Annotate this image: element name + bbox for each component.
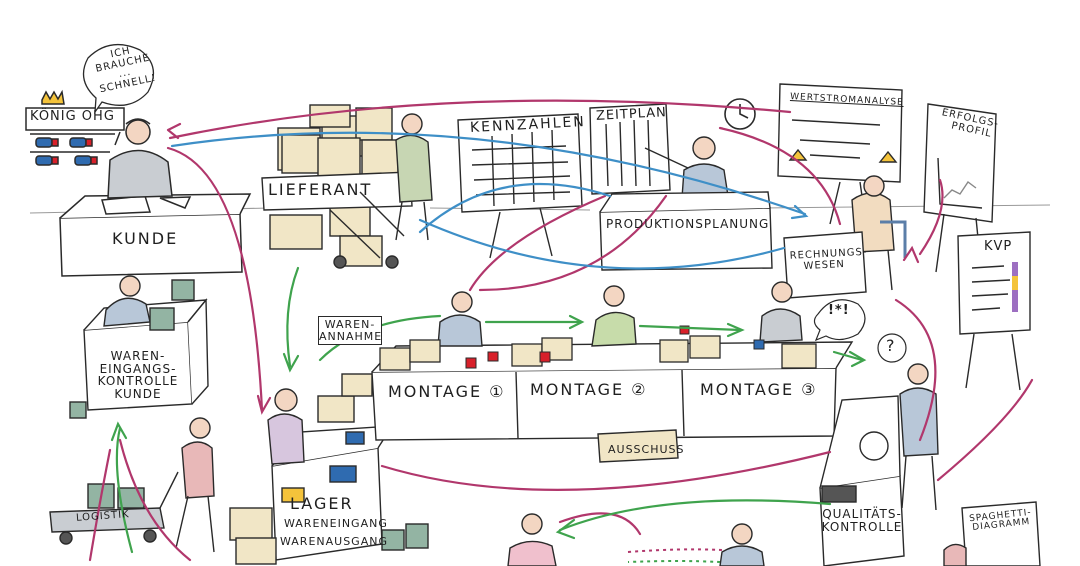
question-label: ? bbox=[886, 336, 897, 355]
lieferant-label: LIEFERANT bbox=[268, 180, 373, 199]
wek-label: WAREN- EINGANGS- KONTROLLE KUNDE bbox=[90, 350, 186, 400]
kunde-person bbox=[107, 118, 173, 199]
bottom-persons bbox=[507, 513, 967, 566]
qualitaet-line-2: KONTROLLE bbox=[821, 519, 903, 534]
kvp-label: KVP bbox=[984, 239, 1013, 254]
qualitaet-line-1: QUALITÄTS- bbox=[822, 507, 902, 521]
rechnungswesen-desk bbox=[783, 231, 867, 299]
wek-line-3: KONTROLLE bbox=[97, 374, 179, 389]
qualitaet-label: QUALITÄTS- KONTROLLE bbox=[820, 508, 904, 533]
wek-line-1: WAREN- bbox=[110, 349, 166, 363]
qualitaet-desk bbox=[819, 395, 905, 566]
question-bubble-shape bbox=[877, 333, 907, 363]
lieferant-boxes bbox=[269, 104, 399, 267]
zeitplan-board bbox=[589, 103, 671, 195]
qualitaet-person bbox=[899, 363, 939, 511]
speech-bubble-shape bbox=[82, 43, 155, 115]
lager-label: LAGER bbox=[290, 494, 354, 513]
wek-line-4: KUNDE bbox=[114, 386, 162, 401]
flow-arrows-green-dotted bbox=[627, 560, 721, 563]
flow-arrows-blue bbox=[170, 131, 809, 270]
clock-icon bbox=[724, 98, 756, 130]
montage-table bbox=[371, 341, 854, 441]
flow-arrows-magenta bbox=[88, 99, 1034, 562]
lager-boxes bbox=[229, 373, 429, 565]
exclaim-bubble-shape bbox=[813, 299, 866, 342]
montage-parts bbox=[465, 325, 765, 369]
produktion-person bbox=[644, 136, 729, 199]
produktionsplanung-label: PRODUKTIONSPLANUNG bbox=[606, 217, 770, 231]
montage-2-label: MONTAGE ② bbox=[530, 380, 648, 399]
kunde-label: KUNDE bbox=[112, 229, 179, 248]
lager-person bbox=[267, 388, 305, 465]
konig-label: KÖNIG OHG bbox=[30, 109, 115, 124]
ausschuss-box bbox=[597, 429, 679, 463]
montage-1-label: MONTAGE ① bbox=[388, 382, 506, 401]
konig-sign bbox=[25, 89, 125, 166]
warenannahme-line-1: WAREN- bbox=[324, 318, 376, 331]
ausschuss-label: AUSSCHUSS bbox=[608, 443, 685, 456]
montage-3-label: MONTAGE ③ bbox=[700, 380, 818, 399]
logistik-person bbox=[175, 417, 215, 553]
rechnungswesen-person bbox=[851, 175, 907, 291]
wek-person bbox=[69, 275, 195, 419]
kunde-desk bbox=[59, 193, 252, 277]
lieferant-table bbox=[261, 171, 413, 211]
wek-line-2: EINGANGS- bbox=[99, 361, 177, 376]
exclaim-label: !*! bbox=[828, 303, 850, 318]
lieferant-person bbox=[329, 113, 433, 269]
kvp-board bbox=[957, 231, 1031, 391]
warenannahme-line-2: ANNAHME bbox=[319, 329, 383, 343]
montage-persons bbox=[437, 281, 803, 347]
wareneingang-label: WARENEINGANG bbox=[284, 517, 388, 530]
warenannahme-sign: WAREN- ANNAHME bbox=[318, 316, 383, 346]
logistik-cart bbox=[49, 471, 179, 545]
warenausgang-label: WARENAUSGANG bbox=[280, 535, 388, 548]
flow-arrows-magenta-dotted bbox=[627, 548, 723, 553]
rechnungswesen-label: RECHNUNGS- WESEN bbox=[789, 247, 867, 273]
